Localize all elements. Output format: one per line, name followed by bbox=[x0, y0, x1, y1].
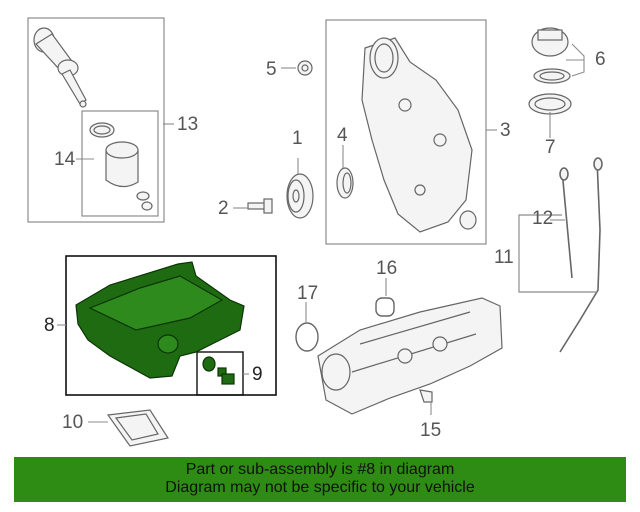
callout-5[interactable]: 5 bbox=[266, 59, 277, 80]
callout-13[interactable]: 13 bbox=[177, 114, 199, 135]
oil-cap-icon bbox=[528, 27, 572, 115]
info-banner: Part or sub-assembly is #8 in diagram Di… bbox=[14, 457, 626, 502]
callout-10[interactable]: 10 bbox=[62, 412, 84, 433]
callout-17[interactable]: 17 bbox=[297, 283, 319, 304]
pulley-icon bbox=[286, 173, 314, 219]
drain-plug-icon bbox=[202, 356, 235, 385]
callout-3[interactable]: 3 bbox=[500, 120, 511, 141]
callout-2[interactable]: 2 bbox=[218, 198, 229, 219]
callout-15[interactable]: 15 bbox=[420, 420, 442, 441]
dipstick-icon bbox=[559, 157, 603, 353]
callout-7[interactable]: 7 bbox=[545, 137, 556, 158]
banner-line-2: Diagram may not be specific to your vehi… bbox=[165, 479, 475, 496]
callout-11[interactable]: 11 bbox=[494, 247, 514, 268]
seal-17-icon bbox=[295, 322, 319, 352]
callout-9[interactable]: 9 bbox=[252, 364, 263, 385]
seal-ring-5-icon bbox=[297, 60, 313, 76]
callout-14[interactable]: 14 bbox=[54, 149, 76, 170]
seal-4-icon bbox=[336, 167, 354, 199]
group-box-14 bbox=[81, 110, 159, 217]
group-box-13 bbox=[27, 17, 165, 223]
oil-filter-element-icon bbox=[89, 122, 153, 211]
banner-line-1: Part or sub-assembly is #8 in diagram bbox=[185, 461, 455, 478]
callout-16[interactable]: 16 bbox=[376, 258, 398, 279]
bolt-2-icon bbox=[247, 198, 273, 214]
group-box-3 bbox=[325, 19, 487, 245]
oil-pan-icon bbox=[75, 261, 245, 379]
callout-1[interactable]: 1 bbox=[292, 128, 303, 149]
callout-4[interactable]: 4 bbox=[337, 125, 348, 146]
gasket-10-icon bbox=[106, 409, 169, 447]
oil-filter-housing-icon bbox=[33, 27, 87, 108]
callout-8[interactable]: 8 bbox=[44, 315, 55, 336]
timing-cover-icon bbox=[361, 37, 477, 233]
intake-manifold-icon bbox=[317, 297, 503, 415]
seal-16-icon bbox=[375, 297, 395, 317]
callout-12[interactable]: 12 bbox=[532, 208, 554, 229]
callout-6[interactable]: 6 bbox=[595, 49, 606, 70]
